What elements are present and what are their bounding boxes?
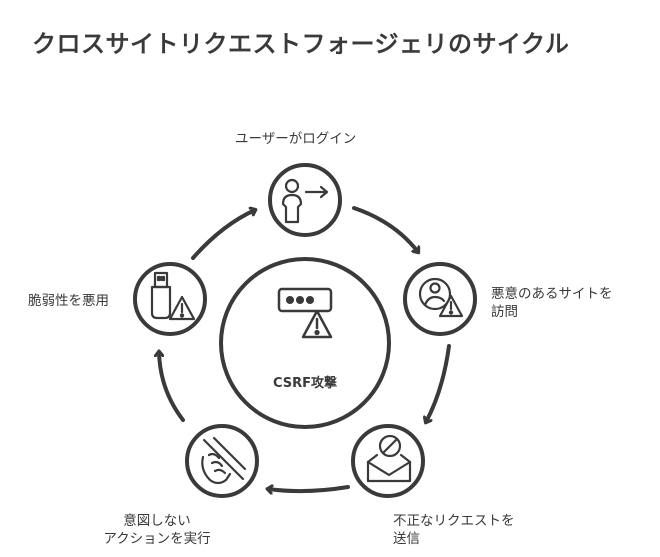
arrow-send-to-action [268,487,350,491]
step-label-login: ユーザーがログイン [235,131,357,147]
arrow-exploit-to-login [191,210,255,260]
password-field-icon [277,287,333,313]
step-label-send: 不正なリクエストを 送信 [393,512,515,548]
arrow-action-to-exploit [159,352,185,422]
step-node-visit [403,262,477,336]
step-label-send-line1: 不正なリクエストを [393,513,515,529]
step-label-visit-line2: 訪問 [491,304,518,320]
step-label-action-line1: 意図しない [123,513,191,529]
center-label: CSRF攻撃 [272,376,338,391]
hand-grab-icon [201,436,247,485]
step-label-visit-line1: 悪意のあるサイトを [491,286,613,302]
step-label-action-line2: アクションを実行 [103,531,211,547]
warning-icon [301,309,333,339]
step-node-exploit [133,262,207,336]
usb-warning-icon [150,271,196,321]
page-title: クロスサイトリクエストフォージェリのサイクル [32,30,570,58]
user-login-icon [281,178,329,224]
step-label-visit: 悪意のあるサイトを 訪問 [491,285,613,321]
blocked-mail-icon [366,434,412,483]
step-label-exploit: 脆弱性を悪用 [28,293,109,309]
arrow-visit-to-send [426,344,451,422]
arrow-login-to-visit [352,206,418,252]
step-label-action: 意図しない アクションを実行 [92,512,222,548]
user-warning-icon [418,277,464,318]
step-node-action [185,424,259,498]
step-node-send [351,424,425,498]
step-node-login [268,163,342,237]
step-label-send-line2: 送信 [393,531,420,547]
cycle-arrows [159,206,451,491]
center-node [219,257,391,429]
